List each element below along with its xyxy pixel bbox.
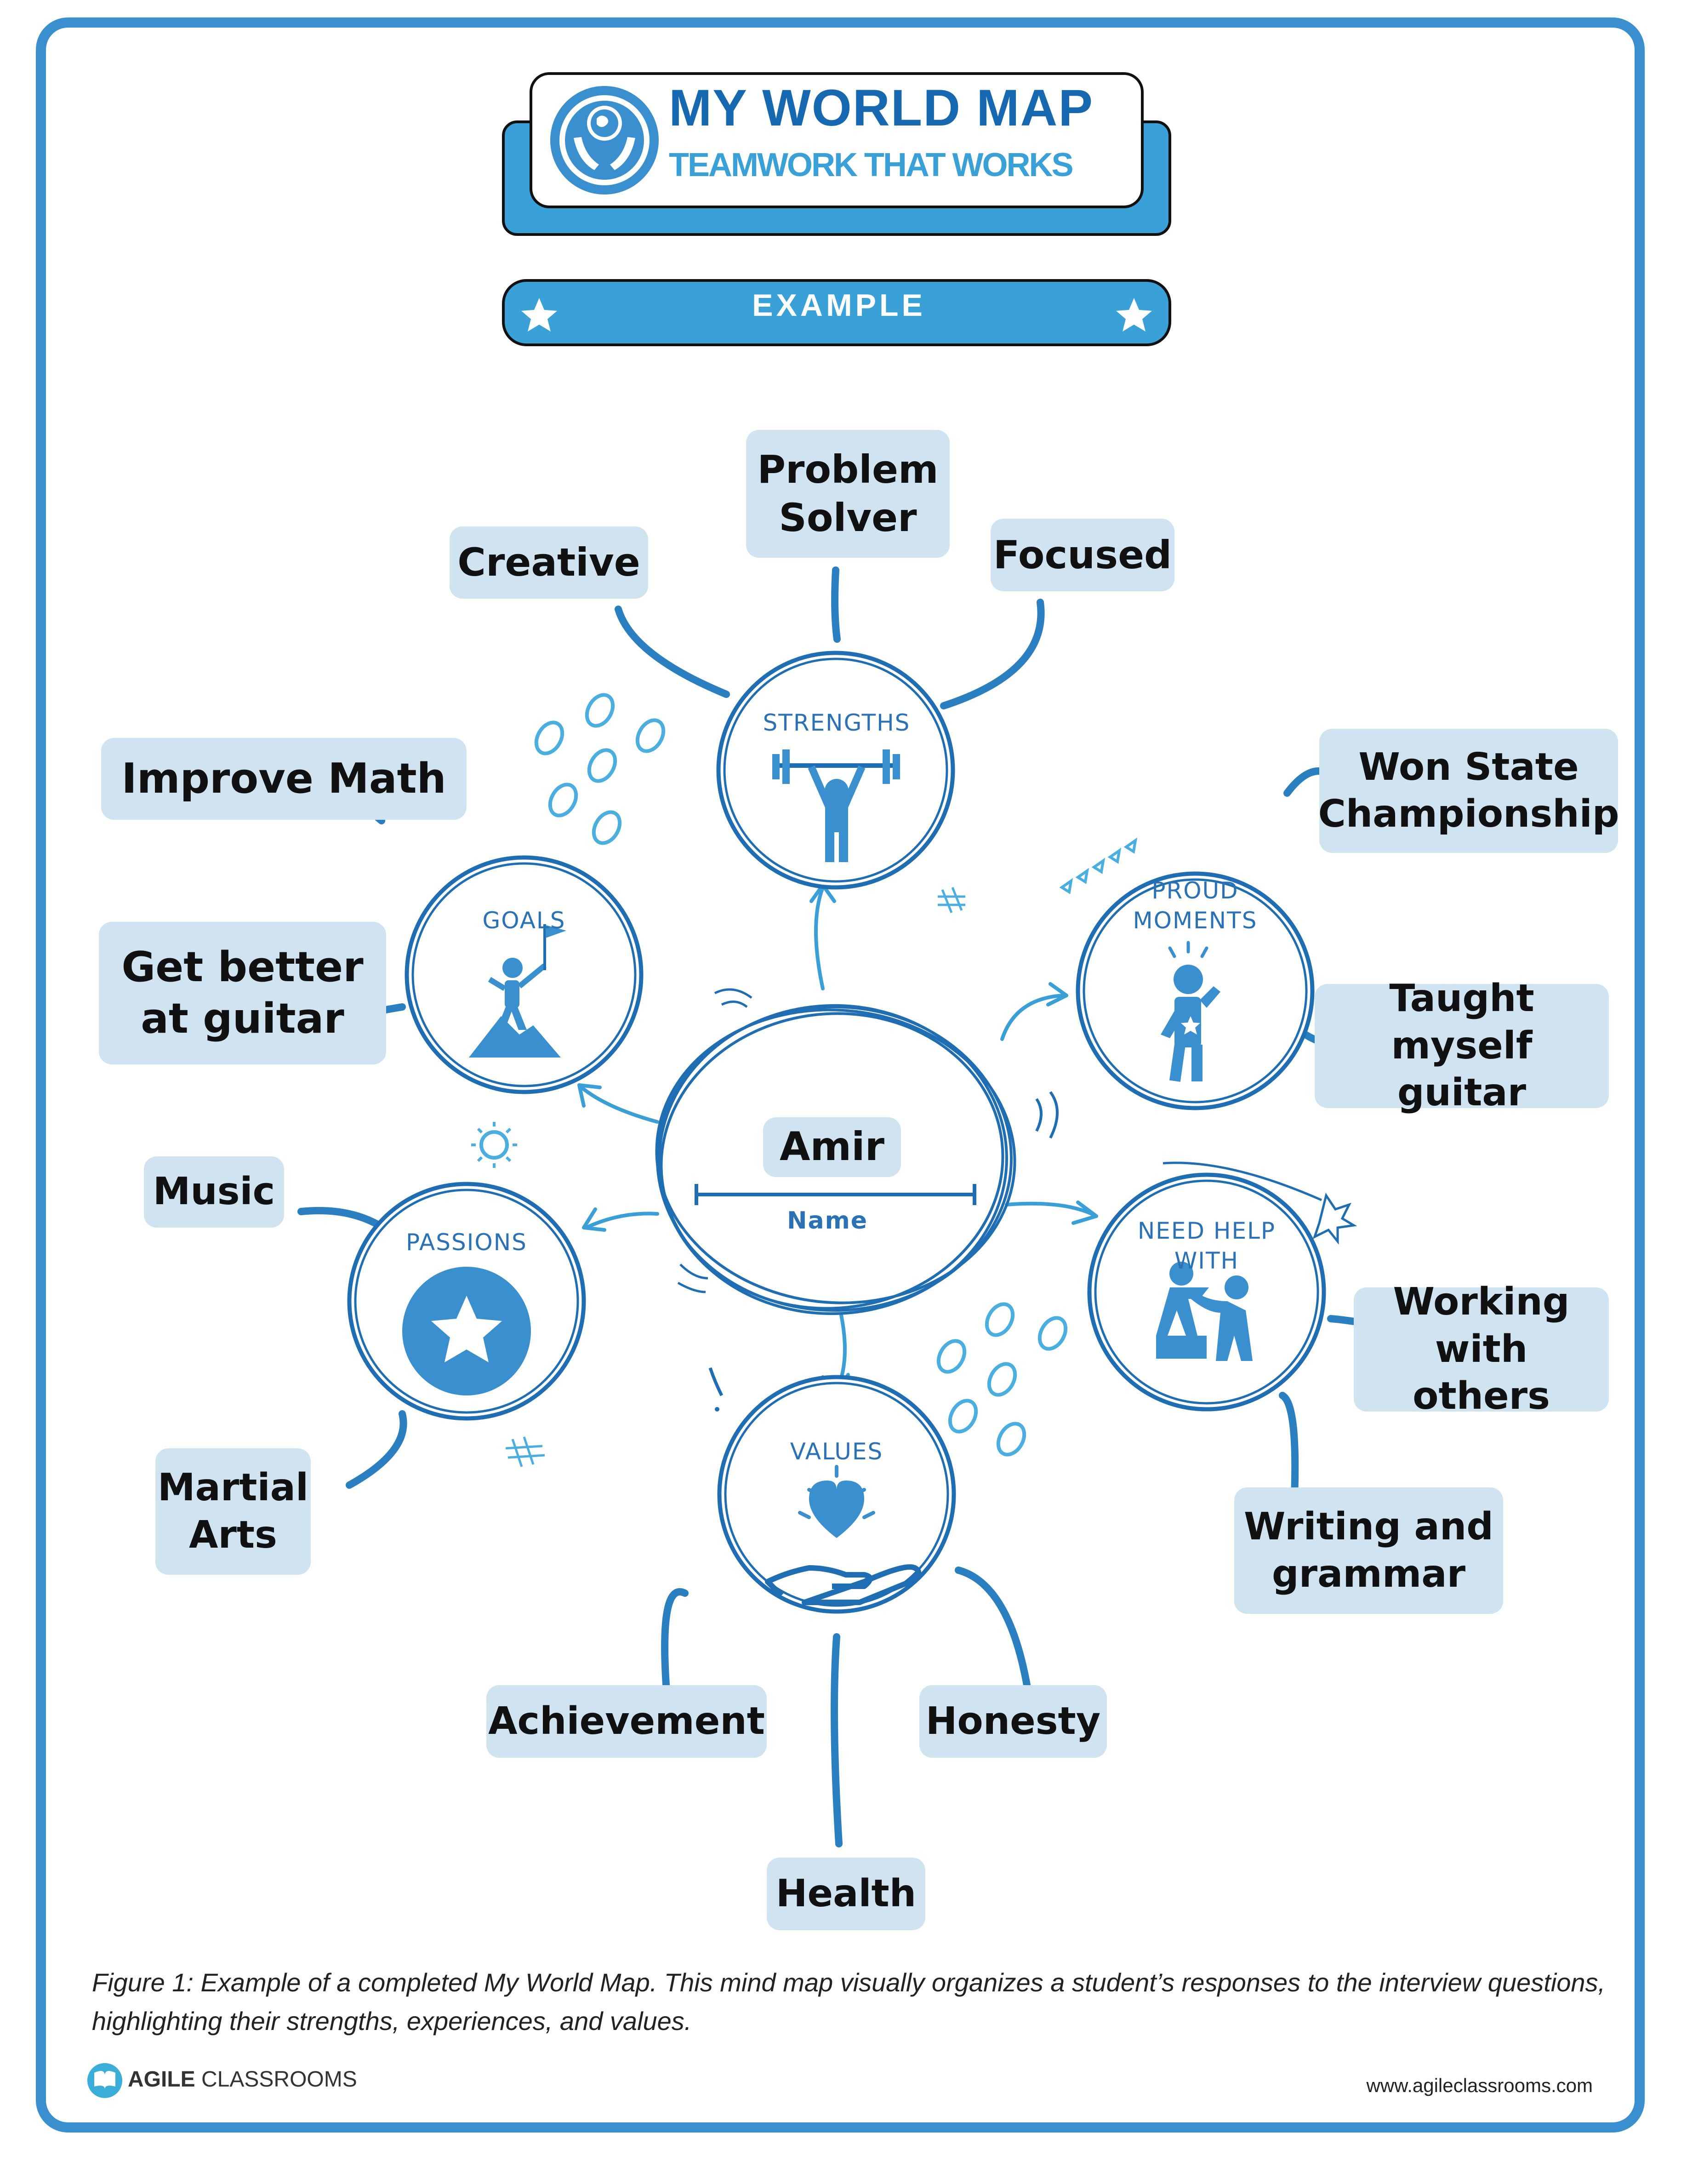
value-item-honesty: Honesty [919,1685,1107,1758]
student-name-label: Name [787,1207,868,1235]
strength-item-creative: Creative [450,526,648,599]
hub-label-strengths: STRENGTHS [763,709,911,736]
climber-flag-icon [469,924,566,1058]
decorative-doodles [471,693,1357,1467]
figure-caption: Figure 1: Example of a completed My Worl… [92,1968,1606,2035]
star-right-icon [1116,298,1152,332]
need-help-item-working-with-others: Working with others [1354,1280,1609,1418]
need-help-item-writing-and-grammar: Writing and grammar [1234,1487,1503,1614]
strength-item-problem-solver: Problem Solver [746,430,950,558]
proud-person-icon [1161,941,1220,1082]
brand-name: AGILE CLASSROOMS [128,2067,357,2092]
value-item-achievement: Achievement [486,1685,767,1758]
star-badge-icon [402,1267,531,1395]
proud-item-won-state-championship: Won State Championship [1318,729,1619,853]
center-circle [655,1004,1016,1315]
header-banner [502,72,1171,236]
strengths-hub [716,651,955,890]
goal-item-improve-math: Improve Math [101,738,467,820]
weightlifter-icon [772,749,900,862]
need-help-hub [1087,1172,1326,1412]
hub-label-values: VALUES [790,1438,883,1465]
website-url: www.agileclassrooms.com [1366,2075,1593,2096]
page-subtitle: TEAMWORK THAT WORKS [669,147,1074,183]
hub-label-passions: PASSIONS [406,1229,527,1256]
proud-item-taught-myself-guitar: Taught myself guitar [1315,977,1609,1115]
value-item-health: Health [767,1858,925,1930]
page-title: MY WORLD MAP [669,79,1094,137]
passion-item-martial-arts: Martial Arts [155,1448,311,1575]
helping-hand-icon [1156,1262,1253,1361]
goal-item-get-better-at-guitar: Get better at guitar [99,922,386,1064]
globe-hands-logo-icon [550,86,659,194]
hub-label-goals: GOALS [482,907,566,934]
hand-heart-icon [765,1465,921,1605]
brand-name-rest: CLASSROOMS [195,2067,357,2092]
brand-name-bold: AGILE [128,2067,195,2092]
passion-item-music: Music [144,1156,284,1228]
hub-label-proud-moments: PROUD MOMENTS [1133,877,1258,934]
strength-item-focused: Focused [991,519,1174,591]
example-ribbon [502,279,1171,346]
hub-circles [347,651,1326,1614]
hub-label-need-help-with: NEED HELP WITH [1137,1218,1276,1274]
student-name-value: Amir [763,1117,901,1177]
example-badge: EXAMPLE [752,288,926,323]
agile-classrooms-logo-icon [87,2063,122,2098]
goals-hub [405,855,644,1094]
star-left-icon [521,298,557,332]
name-underline [695,1184,976,1205]
